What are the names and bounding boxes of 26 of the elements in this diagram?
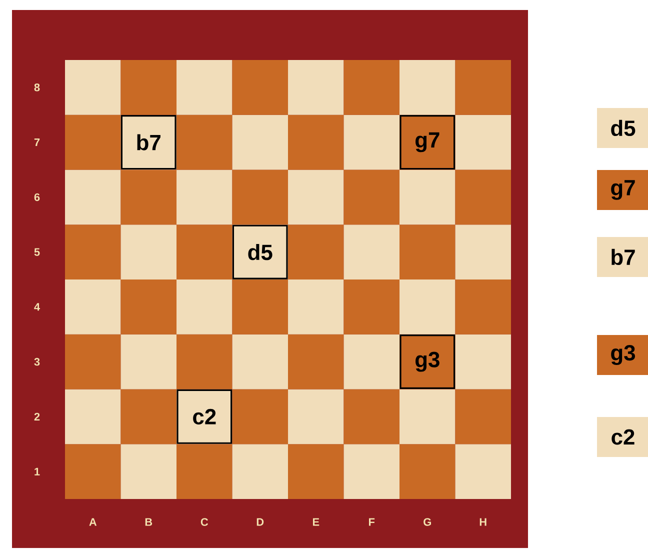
file-label: H (480, 518, 486, 526)
rank-label: 4 (34, 303, 40, 311)
file-label: B (145, 518, 152, 526)
rank-label: 3 (34, 358, 40, 366)
highlighted-square: g7 (400, 115, 456, 170)
highlighted-square: b7 (120, 115, 176, 170)
square-tile: b7 (597, 236, 648, 277)
rank-label: 1 (34, 468, 40, 476)
rank-label: 6 (34, 193, 40, 202)
file-label: G (424, 518, 431, 526)
rank-label: 2 (34, 412, 40, 420)
square-tile: d5 (597, 108, 648, 148)
rank-label: 8 (34, 84, 40, 92)
highlighted-square: c2 (176, 389, 232, 444)
square-tile: g3 (597, 334, 648, 375)
file-label: D (256, 518, 264, 526)
file-label: F (369, 518, 375, 526)
file-label: A (89, 518, 97, 526)
rank-label: 5 (34, 248, 40, 256)
file-label: C (200, 518, 208, 526)
highlighted-square: g3 (400, 334, 456, 390)
square-tile: g7 (597, 170, 648, 210)
rank-label: 7 (34, 138, 40, 146)
file-label: E (312, 518, 320, 526)
highlighted-square: d5 (232, 224, 288, 280)
square-tile: c2 (597, 416, 648, 457)
